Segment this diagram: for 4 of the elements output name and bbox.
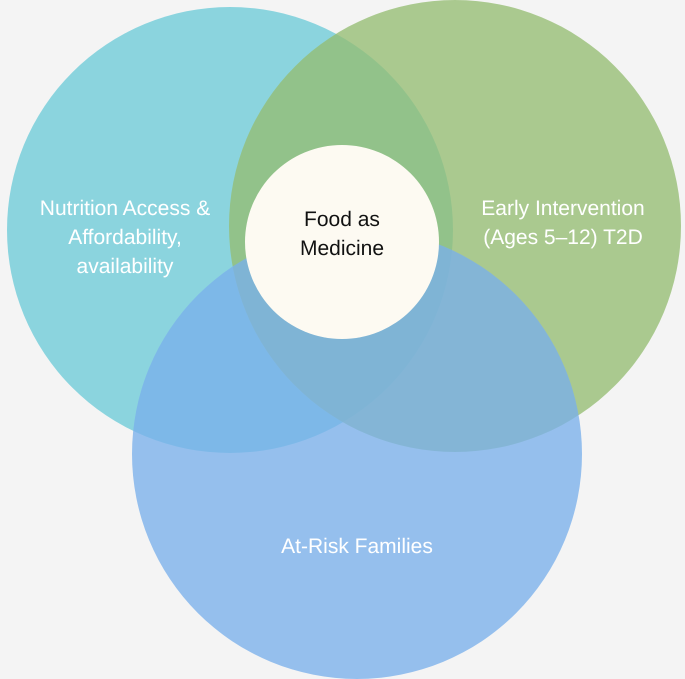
circle-label: Early Intervention (Ages 5–12) T2D (480, 196, 646, 251)
center-label: Food as Medicine (298, 207, 386, 262)
circle-label: At-Risk Families (280, 534, 434, 560)
circle-label: Nutrition Access & Affordability, availability (38, 196, 212, 280)
